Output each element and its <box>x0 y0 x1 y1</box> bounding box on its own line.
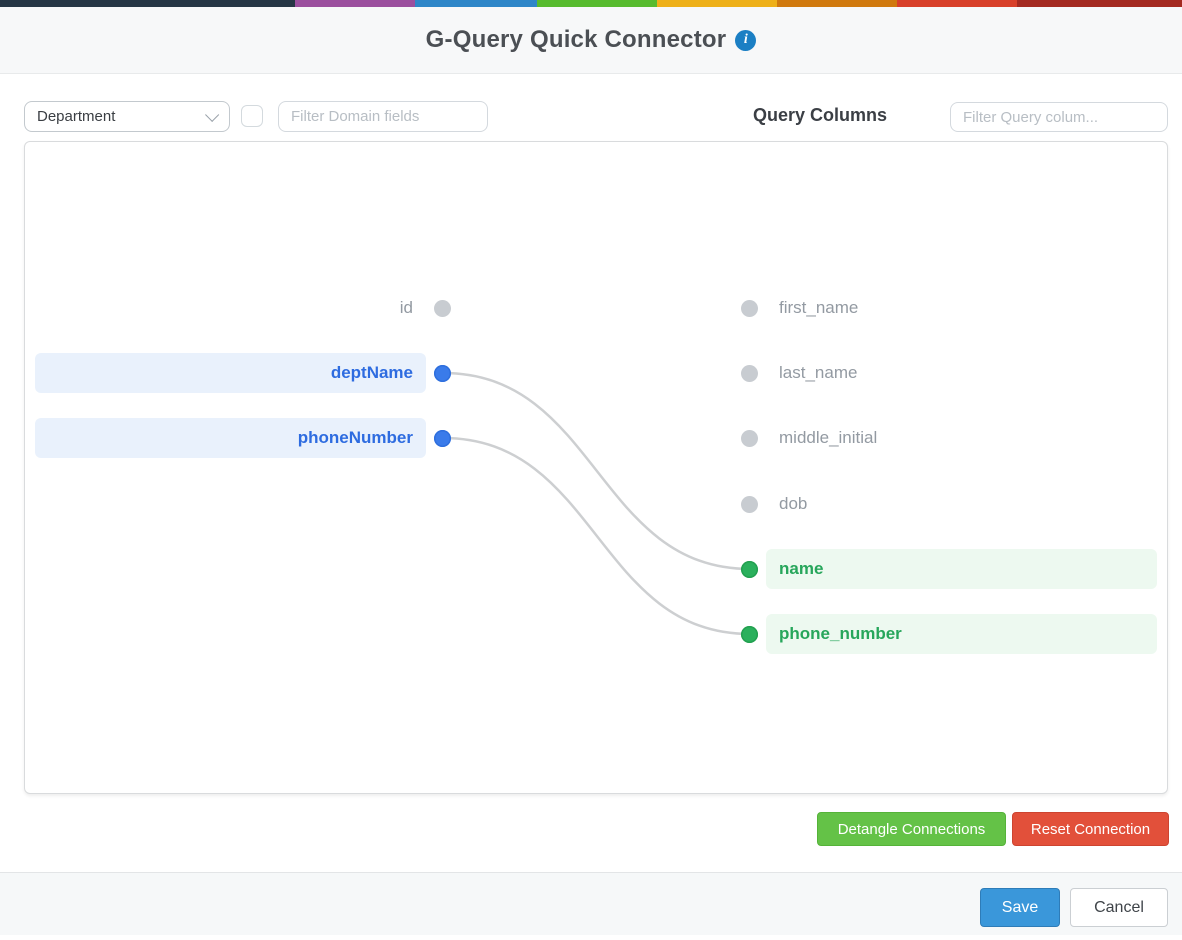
domain-select-value: Department <box>37 108 116 125</box>
stripe-segment <box>1017 0 1182 7</box>
query-column-first_name[interactable]: first_name <box>779 298 859 317</box>
wire-phoneNumber-phone_number <box>442 436 751 636</box>
dialog-title: G-Query Quick Connector <box>425 26 727 53</box>
connector-dot-id[interactable] <box>434 300 451 317</box>
query-column-middle_initial[interactable]: middle_initial <box>779 428 878 447</box>
stripe-segment <box>777 0 897 7</box>
query-column-name[interactable]: name <box>766 549 1157 589</box>
connector-dot-first_name[interactable] <box>741 300 758 317</box>
stripe-segment <box>537 0 657 7</box>
query-column-last_name[interactable]: last_name <box>779 363 858 382</box>
query-columns-heading: Query Columns <box>753 105 888 125</box>
info-icon[interactable]: i <box>735 29 757 51</box>
wire-deptName-name <box>442 371 751 571</box>
connector-dot-phone_number[interactable] <box>741 626 758 643</box>
connector-dot-deptName[interactable] <box>434 365 451 382</box>
connector-dot-name[interactable] <box>741 561 758 578</box>
reset-connection-button[interactable]: Reset Connection <box>1012 812 1169 846</box>
connection-wires <box>442 371 751 636</box>
save-button[interactable]: Save <box>980 888 1060 927</box>
stripe-segment <box>415 0 537 7</box>
dialog-header: G-Query Quick Connector i <box>0 7 1182 74</box>
connector-dot-middle_initial[interactable] <box>741 430 758 447</box>
detangle-connections-button[interactable]: Detangle Connections <box>817 812 1006 846</box>
domain-field-id[interactable]: id <box>399 298 413 317</box>
filter-query-input[interactable] <box>950 102 1168 132</box>
stripe-segment <box>0 0 295 7</box>
connector-dot-last_name[interactable] <box>741 365 758 382</box>
stripe-segment <box>295 0 415 7</box>
stripe-segment <box>657 0 777 7</box>
connector-dot-phoneNumber[interactable] <box>434 430 451 447</box>
stripe-segment <box>897 0 1017 7</box>
filter-domain-input[interactable] <box>278 101 488 132</box>
query-column-dob[interactable]: dob <box>779 494 808 513</box>
domain-checkbox[interactable] <box>241 105 263 127</box>
connector-dot-dob[interactable] <box>741 496 758 513</box>
cancel-button[interactable]: Cancel <box>1070 888 1168 927</box>
domain-field-phoneNumber[interactable]: phoneNumber <box>35 418 426 458</box>
accent-stripe <box>0 0 1182 7</box>
mapping-canvas: id deptName phoneNumber first_name last_… <box>24 141 1168 794</box>
domain-field-deptName[interactable]: deptName <box>35 353 426 393</box>
domain-select[interactable]: Department <box>24 101 230 132</box>
query-column-phone_number[interactable]: phone_number <box>766 614 1157 654</box>
chevron-down-icon <box>205 107 220 122</box>
